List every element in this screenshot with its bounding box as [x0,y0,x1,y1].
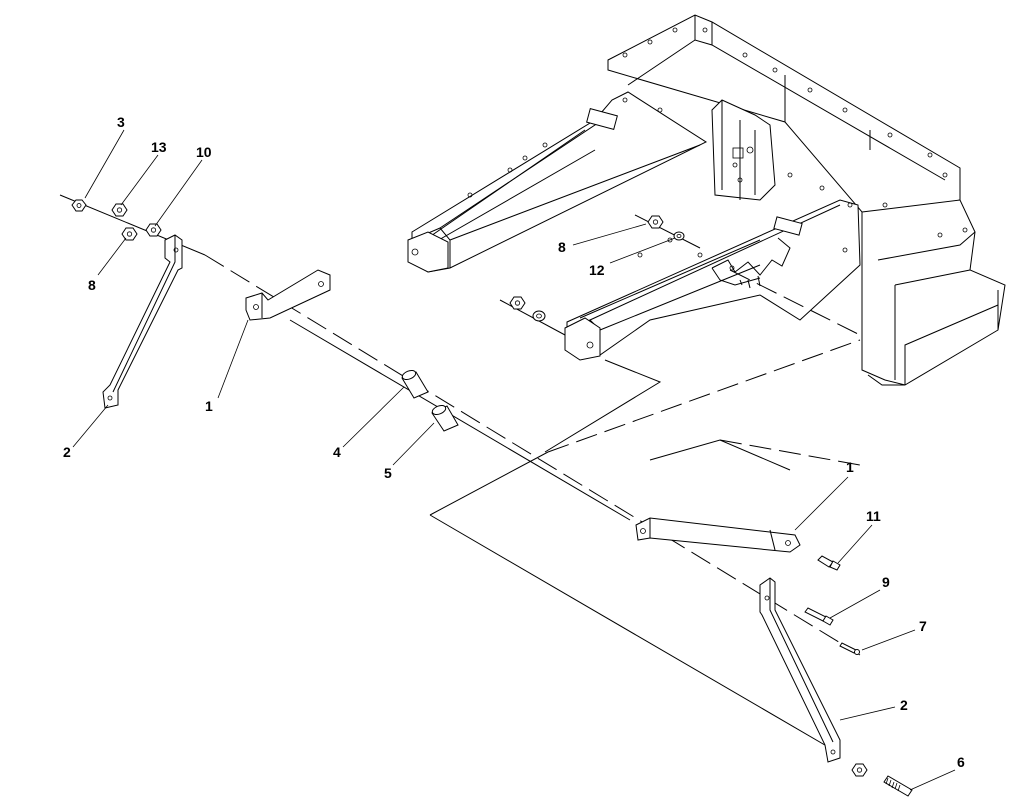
nut-10 [145,223,162,237]
arm-1-left [245,269,331,321]
brace-2-left [102,234,183,409]
right-hardware [635,517,913,797]
nut-8-left [121,227,138,241]
nut-3 [71,199,87,212]
frame-holes [411,27,968,349]
pin-7 [839,642,860,655]
nut-13 [111,203,128,217]
callout-2-left: 2 [63,444,71,460]
washer-frame-lower [532,310,546,322]
callout-8-left: 8 [88,277,96,293]
spacer-4 [401,369,429,399]
callout-10: 10 [196,144,212,160]
callout-5: 5 [384,465,392,481]
spacer-5 [431,404,459,432]
callout-7: 7 [919,618,927,634]
callout-6: 6 [957,754,965,770]
leader-lines [72,129,956,791]
callout-13: 13 [151,139,167,155]
bolt-9 [804,607,834,626]
frame-assembly [407,14,1006,386]
frame-hardware [509,215,685,322]
left-hardware [71,199,459,432]
washer-12 [673,231,685,241]
callout-1-right: 1 [846,459,854,475]
callout-9: 9 [882,574,890,590]
assembly-axis-lines [59,194,861,749]
bolt-11 [817,555,841,571]
brace-2-right [759,577,841,763]
callout-3: 3 [117,114,125,130]
arm-1-right [635,517,801,553]
nut-frame-lower [509,296,526,310]
callout-2-right: 2 [900,697,908,713]
callout-1-left: 1 [205,398,213,414]
callout-labels: 3 13 10 8 1 2 4 5 8 12 1 11 9 7 2 6 [63,114,965,770]
callout-4: 4 [333,444,341,460]
nut-8-frame [647,215,664,229]
callout-8-frame: 8 [558,239,566,255]
threaded-rod-6 [883,775,913,797]
callout-11: 11 [866,508,881,524]
nut-6 [851,763,868,777]
callout-12: 12 [589,262,605,278]
